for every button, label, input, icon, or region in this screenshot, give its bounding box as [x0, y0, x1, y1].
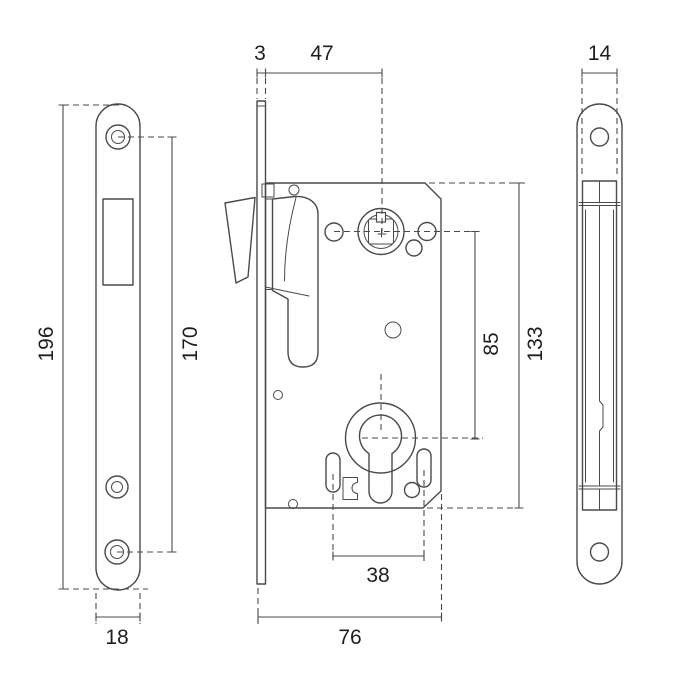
dim-label-slot-spacing: 38 — [366, 564, 389, 587]
euro-profile-cutout — [358, 414, 403, 504]
mounting-slot-right — [416, 448, 432, 488]
screw-hole-side-bottom-icon — [589, 542, 610, 562]
latch-cutout — [102, 198, 134, 286]
mounting-slot-left — [325, 452, 341, 493]
screw-hole-side-top-icon — [589, 127, 610, 147]
screw-hole-top-inner-icon — [111, 130, 125, 144]
fixing-hole-bottom-icon — [403, 481, 421, 499]
fixing-hole-lower-icon — [405, 239, 423, 257]
dimension-labels: 3 47 14 196 170 85 133 38 76 18 — [35, 42, 611, 649]
screw-hole-middle-icon — [105, 475, 129, 499]
dim-label-case-width: 76 — [338, 626, 361, 649]
rivet-hole-mid-left-icon — [273, 390, 283, 400]
faceplate-edge — [256, 100, 267, 585]
dim-label-faceplate-height: 196 — [35, 326, 58, 361]
lock-side-view — [576, 103, 623, 585]
dim-label-faceplate-width: 18 — [105, 626, 128, 649]
latch-bolt — [224, 196, 256, 284]
dim-label-screw-hole-spacing: 170 — [179, 326, 202, 361]
faceplate-outline — [95, 103, 141, 591]
fixing-hole-left-icon — [324, 222, 344, 242]
latch-bolt-tail — [265, 198, 273, 290]
dimension-lines — [58, 68, 618, 624]
dim-label-plate-thickness: 3 — [254, 42, 266, 65]
rivet-hole-top-left-icon — [288, 184, 300, 196]
dim-label-backset: 47 — [310, 42, 333, 65]
case-centerline — [599, 180, 604, 511]
latch-guide-tab — [261, 183, 275, 198]
screw-hole-bottom-inner-icon — [110, 545, 124, 559]
screw-hole-middle-inner-icon — [111, 481, 123, 493]
latch-lever — [271, 195, 319, 368]
spindle-notch — [375, 211, 387, 223]
faceplate-side-outline — [576, 103, 623, 585]
lock-case-front-view — [224, 100, 442, 585]
faceplate-front-view — [95, 103, 141, 591]
retainer-clip — [342, 477, 358, 500]
case-hole-middle-icon — [384, 321, 402, 339]
dim-label-follower-to-cylinder: 85 — [480, 332, 503, 355]
rivet-hole-bottom-left-icon — [288, 499, 298, 509]
dim-label-case-depth: 14 — [588, 42, 612, 65]
dim-label-case-height: 133 — [524, 326, 547, 361]
lock-case-outline — [264, 182, 442, 509]
